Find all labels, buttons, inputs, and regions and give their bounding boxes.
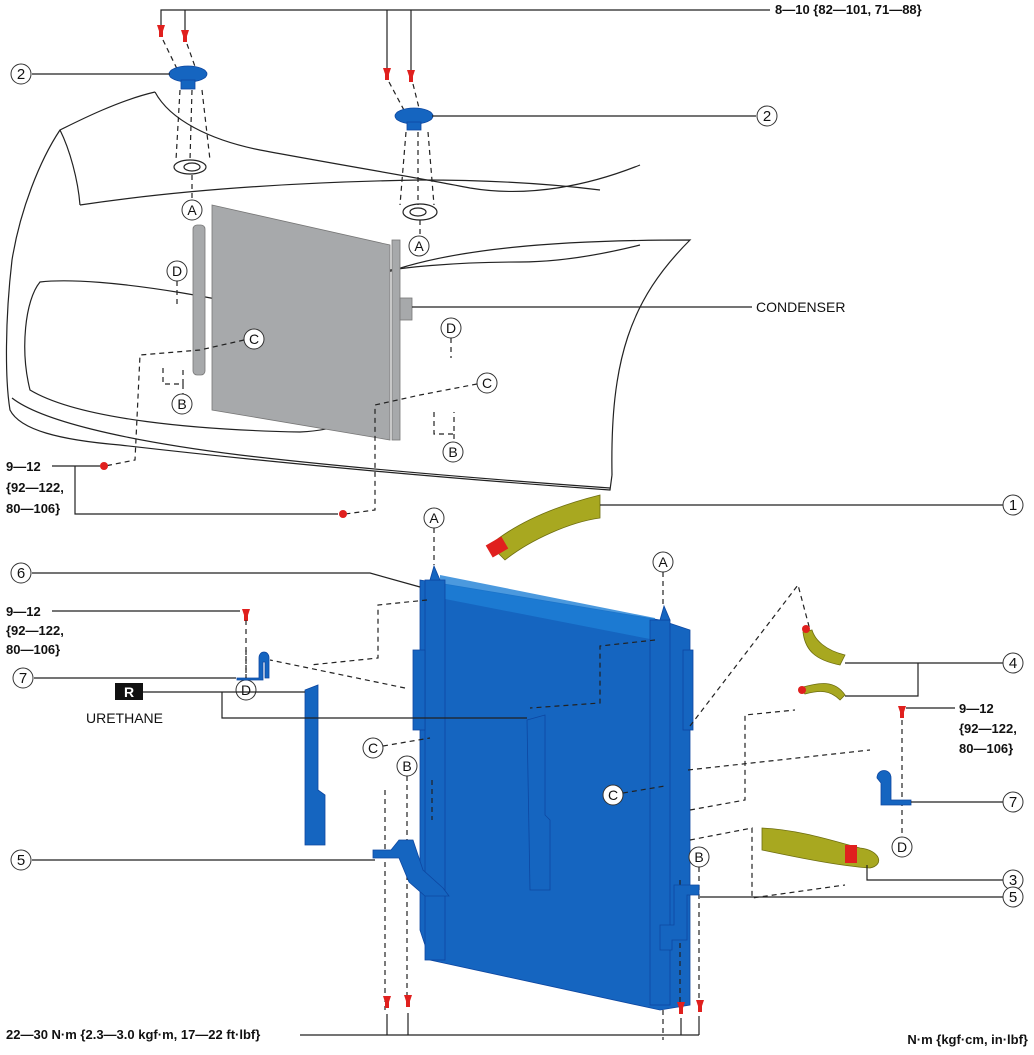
replace-badge xyxy=(115,683,143,700)
letter-markers-lower: A A C C B B D D xyxy=(235,507,913,868)
condenser-part xyxy=(192,204,413,441)
callout-2-right: 2 xyxy=(432,105,778,127)
unit-note: N·m {kgf·cm, in·lbf} xyxy=(907,1032,1028,1047)
svg-text:9—12: 9—12 xyxy=(959,701,994,716)
svg-text:B: B xyxy=(448,444,457,460)
small-hoses-part: 4 xyxy=(798,625,1024,701)
mount-bushing-icon xyxy=(168,65,208,83)
svg-text:A: A xyxy=(429,510,439,526)
torque-spec-top-bolts: 8—10 {82—101, 71—88} xyxy=(775,2,922,17)
bolt-icon xyxy=(181,30,189,42)
condenser-callout: CONDENSER xyxy=(412,299,845,315)
assembly-guide-lines xyxy=(245,583,903,1040)
svg-text:B: B xyxy=(177,396,186,412)
bolt-icon xyxy=(383,68,391,80)
svg-text:C: C xyxy=(608,787,618,803)
radiator-part xyxy=(412,564,694,1011)
svg-text:B: B xyxy=(402,758,411,774)
svg-text:80—106}: 80—106} xyxy=(959,741,1013,756)
bracket-5-right: 5 xyxy=(659,884,1024,1014)
svg-text:CONDENSER: CONDENSER xyxy=(756,299,845,315)
svg-text:{92—122,: {92—122, xyxy=(959,721,1017,736)
svg-text:2: 2 xyxy=(763,108,771,125)
svg-text:9—12: 9—12 xyxy=(6,459,41,474)
callout-2-left: 2 xyxy=(10,63,170,85)
upper-hose-part: 1 xyxy=(485,494,1024,561)
top-bolt-group xyxy=(157,9,770,235)
svg-text:2: 2 xyxy=(17,66,25,83)
svg-text:D: D xyxy=(446,320,456,336)
svg-text:D: D xyxy=(897,839,907,855)
urethane-label: URETHANE xyxy=(86,710,163,726)
svg-text:4: 4 xyxy=(1009,655,1017,672)
lower-hose-part: 3 xyxy=(761,827,1024,891)
svg-text:{92—122,: {92—122, xyxy=(6,623,64,638)
svg-text:A: A xyxy=(658,554,668,570)
bolt-icon xyxy=(696,1000,704,1012)
svg-text:C: C xyxy=(368,740,378,756)
urethane-pads: R URETHANE xyxy=(86,683,551,891)
svg-text:9—12: 9—12 xyxy=(6,604,41,619)
svg-text:80—106}: 80—106} xyxy=(6,642,60,657)
bolt-icon xyxy=(404,995,412,1007)
bolt-icon xyxy=(157,25,165,37)
svg-text:3: 3 xyxy=(1009,872,1017,889)
svg-text:A: A xyxy=(187,202,197,218)
torque-spec-bottom-bolts: 22—30 N·m {2.3—3.0 kgf·m, 17—22 ft·lbf} xyxy=(6,1013,700,1042)
torque-spec-condenser-bolts: 9—12 {92—122, 80—106} xyxy=(6,459,347,518)
bracket-7-right: 9—12 {92—122, 80—106} 7 xyxy=(876,701,1024,813)
svg-text:22—30 N·m {2.3—3.0 kgf·m, 17—2: 22—30 N·m {2.3—3.0 kgf·m, 17—22 ft·lbf} xyxy=(6,1027,260,1042)
svg-text:D: D xyxy=(172,263,182,279)
svg-text:C: C xyxy=(482,375,492,391)
bolt-icon xyxy=(898,706,906,718)
svg-text:C: C xyxy=(249,331,259,347)
svg-text:5: 5 xyxy=(1009,889,1017,906)
callout-6: 6 xyxy=(10,562,421,588)
mount-bushing-icon xyxy=(394,107,434,125)
svg-text:R: R xyxy=(124,684,134,700)
svg-text:80—106}: 80—106} xyxy=(6,501,60,516)
svg-text:1: 1 xyxy=(1009,497,1017,514)
svg-text:{92—122,: {92—122, xyxy=(6,480,64,495)
bracket-5-left: 5 xyxy=(10,839,450,1008)
bolt-icon xyxy=(383,996,391,1008)
svg-text:7: 7 xyxy=(1009,794,1017,811)
bolt-icon xyxy=(407,70,415,82)
bolt-icon xyxy=(242,609,250,621)
bracket-7-left: 9—12 {92—122, 80—106} 7 xyxy=(6,604,270,689)
letter-markers-upper: A A D D C C B B xyxy=(104,199,498,515)
svg-text:7: 7 xyxy=(19,670,27,687)
svg-text:D: D xyxy=(241,682,251,698)
svg-text:A: A xyxy=(414,238,424,254)
svg-text:6: 6 xyxy=(17,565,25,582)
bolt-icon xyxy=(677,1002,685,1014)
svg-text:5: 5 xyxy=(17,852,25,869)
svg-text:B: B xyxy=(694,849,703,865)
